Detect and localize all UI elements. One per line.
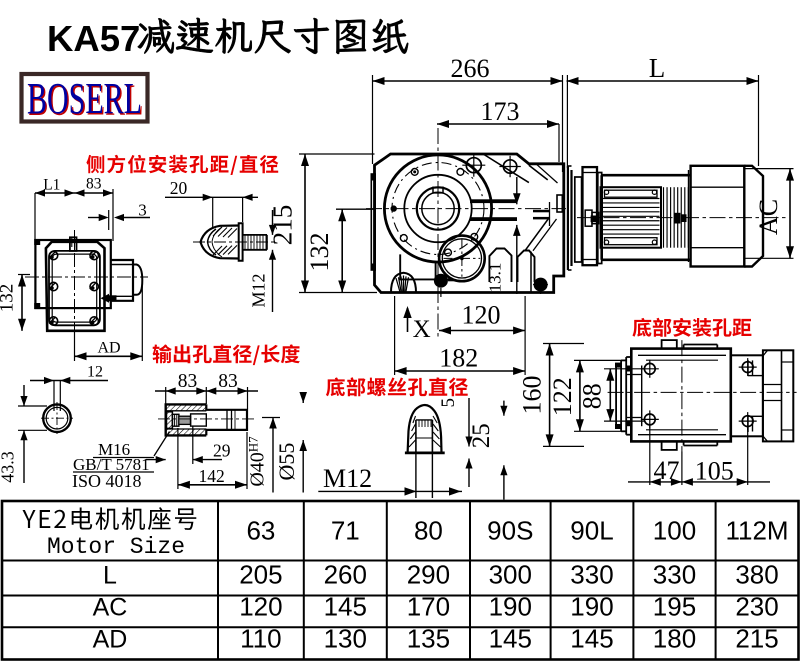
svg-text:83: 83	[86, 176, 102, 193]
svg-text:266: 266	[451, 54, 490, 83]
svg-text:BOSERL: BOSERL	[28, 75, 143, 124]
svg-text:90S: 90S	[487, 516, 533, 546]
svg-text:290: 290	[407, 560, 450, 590]
svg-text:122: 122	[548, 377, 577, 416]
svg-text:190: 190	[570, 592, 613, 622]
svg-text:105: 105	[695, 457, 734, 486]
svg-text:145: 145	[570, 624, 613, 654]
svg-text:M16: M16	[98, 440, 130, 459]
svg-text:300: 300	[489, 560, 532, 590]
svg-text:71: 71	[331, 516, 360, 546]
svg-text:330: 330	[653, 560, 696, 590]
svg-text:215: 215	[268, 205, 298, 246]
svg-text:AD: AD	[97, 339, 120, 356]
svg-text:KA57: KA57	[47, 18, 140, 59]
svg-text:215: 215	[735, 624, 778, 654]
svg-text:12: 12	[87, 363, 103, 380]
svg-text:43.3: 43.3	[0, 451, 18, 483]
svg-text:L: L	[103, 562, 117, 590]
svg-text:120: 120	[239, 592, 282, 622]
svg-text:AD: AD	[93, 626, 128, 654]
svg-text:AC: AC	[754, 199, 783, 235]
svg-text:83: 83	[178, 371, 198, 392]
svg-text:3: 3	[138, 201, 147, 220]
svg-text:110: 110	[240, 624, 281, 654]
svg-text:63: 63	[246, 516, 275, 546]
svg-text:M12: M12	[323, 464, 372, 493]
svg-text:173: 173	[481, 97, 520, 126]
svg-text:112M: 112M	[725, 516, 788, 546]
svg-text:230: 230	[735, 592, 778, 622]
svg-text:BOSERL: BOSERL	[27, 74, 142, 123]
svg-text:145: 145	[324, 592, 367, 622]
svg-text:M12: M12	[249, 273, 269, 307]
svg-text:L: L	[649, 53, 666, 83]
svg-text:170: 170	[407, 592, 450, 622]
svg-text:29: 29	[213, 440, 231, 460]
svg-text:13.1: 13.1	[486, 263, 505, 293]
svg-text:205: 205	[239, 560, 282, 590]
svg-text:25: 25	[468, 423, 495, 448]
svg-text:X: X	[413, 316, 431, 343]
svg-text:AC: AC	[93, 594, 128, 622]
svg-text:132: 132	[305, 233, 334, 272]
svg-text:135: 135	[407, 624, 450, 654]
svg-text:330: 330	[570, 560, 613, 590]
svg-text:Motor Size: Motor Size	[47, 534, 185, 560]
svg-text:380: 380	[735, 560, 778, 590]
svg-text:90L: 90L	[570, 516, 613, 546]
svg-text:260: 260	[324, 560, 367, 590]
svg-text:190: 190	[489, 592, 532, 622]
svg-text:80: 80	[414, 516, 443, 546]
svg-text:5: 5	[438, 398, 459, 408]
svg-text:142: 142	[198, 466, 224, 486]
svg-text:145: 145	[489, 624, 532, 654]
svg-text:88: 88	[577, 383, 606, 409]
svg-text:47: 47	[654, 456, 680, 485]
svg-text:Ø55: Ø55	[274, 443, 299, 481]
svg-text:160: 160	[518, 376, 547, 415]
svg-text:83: 83	[218, 371, 238, 392]
svg-text:L1: L1	[43, 176, 60, 193]
svg-text:100: 100	[653, 516, 696, 546]
svg-text:132: 132	[0, 284, 18, 313]
svg-text:195: 195	[653, 592, 696, 622]
svg-text:20: 20	[170, 178, 188, 198]
svg-text:130: 130	[324, 624, 367, 654]
svg-text:120: 120	[462, 301, 501, 330]
svg-text:180: 180	[653, 624, 696, 654]
svg-text:ISO 4018: ISO 4018	[72, 471, 142, 491]
svg-text:182: 182	[439, 344, 478, 373]
svg-text:GB/T 5781: GB/T 5781	[73, 455, 150, 474]
